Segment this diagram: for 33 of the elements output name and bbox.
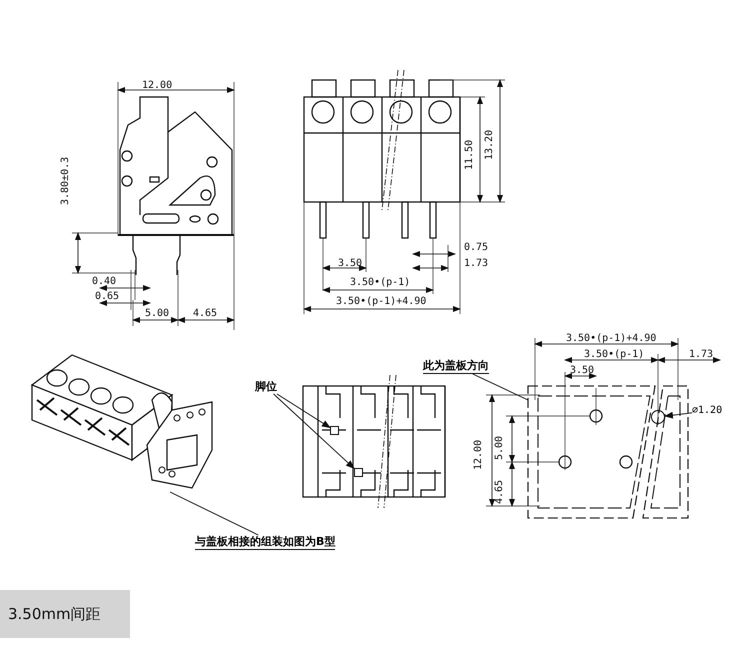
dimension-value: 5.00 [494, 436, 506, 460]
dimension-value: 3.50 [570, 365, 594, 377]
pin-slot [354, 468, 363, 477]
dimension-value: 4.65 [494, 480, 506, 504]
dimension-value: ⌀1.20 [692, 404, 722, 418]
dimension-value: 3.50•(p-1) [350, 277, 410, 289]
hole-circle [651, 410, 665, 424]
dimension-value: 3.80±0.3 [60, 156, 72, 205]
leader-arrow [273, 394, 355, 470]
dimension-value: 4.65 [193, 308, 218, 320]
callout-label: 此为盖板方向 [423, 359, 489, 374]
dimension-value: 5.00 [145, 308, 170, 320]
leader-line [170, 492, 259, 536]
leader-line [472, 374, 528, 400]
dimension-value: 1.73 [689, 349, 714, 361]
dimension-value: 3.50•(p-1) [584, 349, 644, 361]
spacing-caption: 3.50mm间距 [8, 605, 101, 623]
dimension-value: 3.50 [338, 258, 362, 270]
dimension-value: 13.20 [484, 130, 496, 160]
dimension-value: 11.50 [464, 140, 476, 170]
callout-label: 脚位 [255, 380, 277, 394]
dimension-value: 1.73 [464, 258, 488, 270]
dimension-value: 12.00 [142, 80, 172, 92]
dimension-value: 0.40 [92, 276, 116, 288]
dimension-value: 3.50•(p-1)+4.90 [566, 333, 656, 345]
pin-slot [330, 426, 339, 435]
callout-label: 与盖板相接的组装如图为B型 [195, 535, 336, 550]
dimension-value: 0.65 [95, 291, 120, 303]
dimension-value: 0.75 [464, 242, 488, 254]
leader-arrow [276, 394, 331, 428]
dimension-value: 3.50•(p-1)+4.90 [336, 296, 426, 308]
dimension-value: 12.00 [473, 440, 485, 470]
leader-arrow [664, 412, 692, 419]
